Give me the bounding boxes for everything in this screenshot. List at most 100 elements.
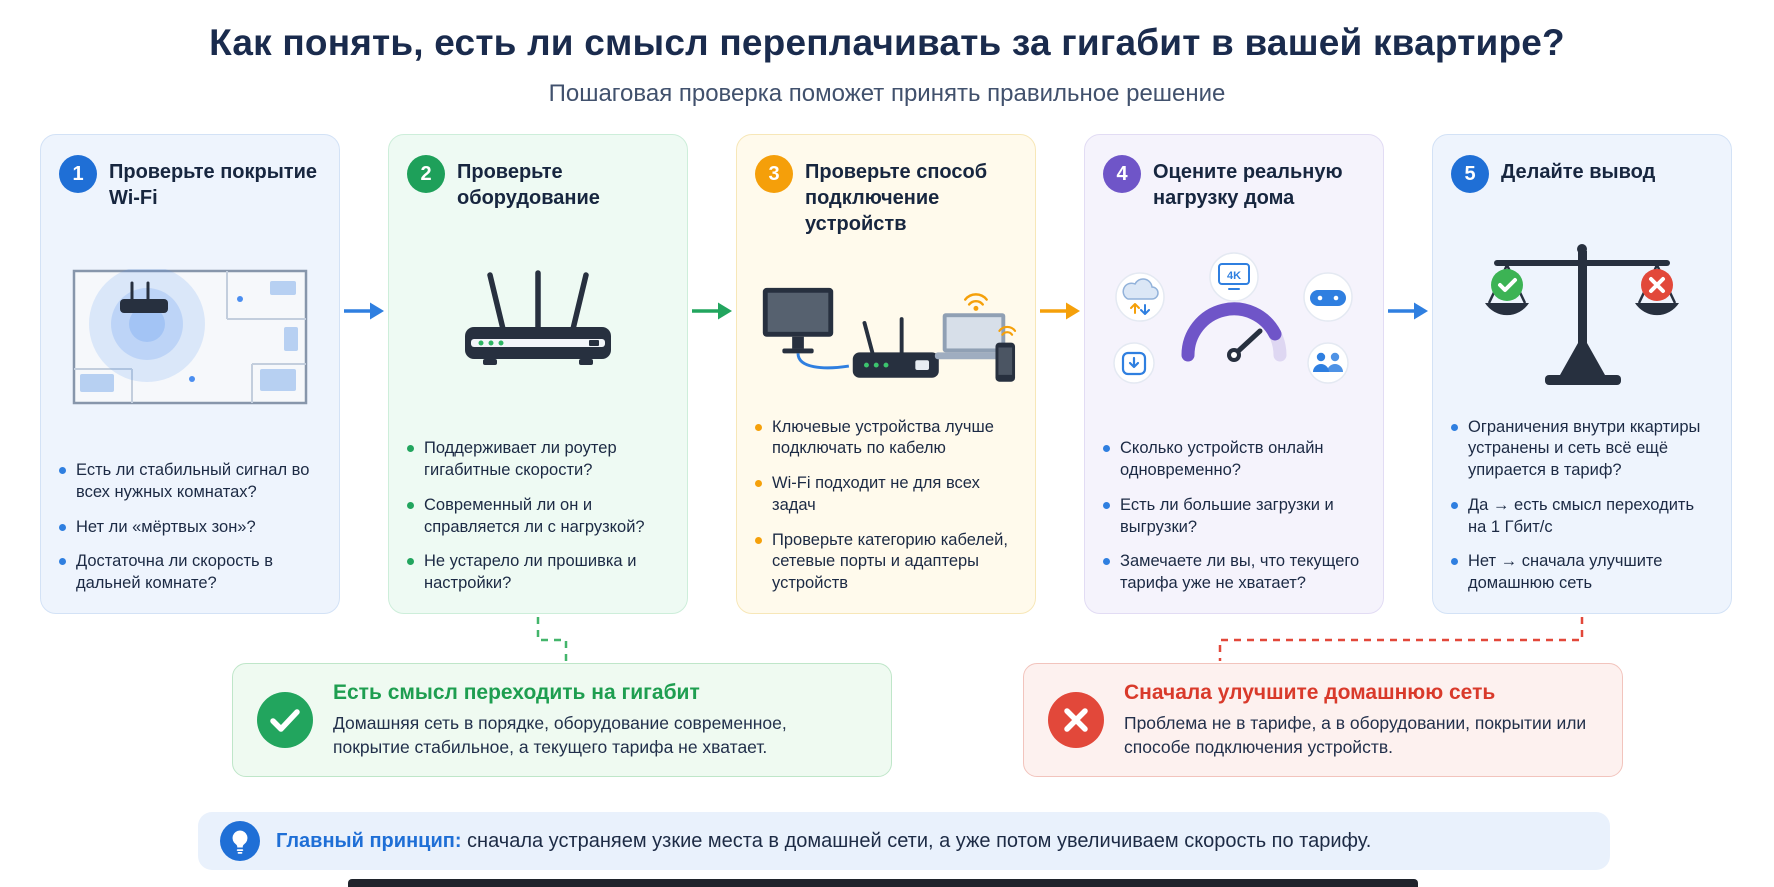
step-card-2: 2 Проверьте оборудование <box>388 134 688 614</box>
ethernet-cable <box>796 352 850 370</box>
bullet-dot-icon <box>755 536 762 544</box>
wifi-coverage-illustration <box>59 221 321 452</box>
bullet-dot-icon <box>407 558 414 566</box>
bullet-dot-icon <box>1103 445 1110 453</box>
devices-svg <box>762 287 1017 382</box>
bullet-dot-icon <box>755 423 762 431</box>
step-3-bullets: Ключевые устройства лучше подключать по … <box>755 417 1017 595</box>
negative-outcome-text: Проблема не в тарифе, а в оборудовании, … <box>1124 712 1587 757</box>
bullet-text: Ограничения внутри ккартиры устранены и … <box>1468 417 1701 480</box>
step-card-4: 4 Оцените реальную нагрузку дома <box>1084 134 1384 614</box>
principle-bar: Главный принцип: сначала устраняем узкие… <box>198 812 1610 870</box>
step-bullet: Есть ли стабильный сигнал во всех нужных… <box>59 460 321 504</box>
step-bullet: Поддерживает ли роутер гигабитные скорос… <box>407 438 669 482</box>
bullet-text: Да → есть смысл переходить на 1 Гбит/с <box>1468 495 1695 536</box>
step-5-bullets: Ограничения внутри ккартиры устранены и … <box>1451 417 1713 595</box>
step-3-number-badge: 3 <box>755 155 793 193</box>
laptop-icon <box>934 313 1014 360</box>
router-icon <box>120 281 168 313</box>
step-5-title: Делайте вывод <box>1501 161 1656 183</box>
step-bullet: Нет → сначала улучшите домашнюю сеть <box>1451 551 1713 595</box>
step-bullet: Wi-Fi подходит не для всех задач <box>755 473 1017 517</box>
bullet-dot-icon <box>59 467 66 475</box>
home-load-illustration: 4K <box>1103 221 1365 430</box>
step-1-title: Проверьте покрытие Wi-Fi <box>109 161 318 209</box>
step-2-number-badge: 2 <box>407 155 445 193</box>
principle-body: сначала устраняем узкие места в домашней… <box>467 829 1372 852</box>
users-icon <box>1307 341 1349 384</box>
svg-text:4K: 4K <box>1227 270 1241 282</box>
step-4-title: Оцените реальную нагрузку дома <box>1153 161 1343 209</box>
speed-gauge-icon <box>1181 302 1287 362</box>
step-bullet: Проверьте категорию кабелей, сетевые пор… <box>755 530 1017 595</box>
green-dashed-connector <box>536 617 568 661</box>
4k-monitor-icon: 4K <box>1209 251 1259 302</box>
cloud-sync-icon <box>1115 271 1165 322</box>
bullet-dot-icon <box>1451 501 1458 509</box>
step-bullet: Замечаете ли вы, что текущего тарифа уже… <box>1103 551 1365 595</box>
router-icon <box>852 316 939 378</box>
bullet-dot-icon <box>59 558 66 566</box>
floor-plan-svg <box>72 268 308 404</box>
bullet-text: Ключевые устройства лучше подключать по … <box>772 417 994 458</box>
wifi-icon <box>963 293 988 306</box>
bullet-text: Проверьте категорию кабелей, сетевые пор… <box>772 530 1008 593</box>
download-icon <box>1113 341 1155 384</box>
bullet-text: Замечаете ли вы, что текущего тарифа уже… <box>1120 552 1360 593</box>
positive-outcome-content: Есть смысл переходить на гигабит Домашня… <box>333 681 867 759</box>
principle-text: Главный принцип: сначала устраняем узкие… <box>276 830 1371 853</box>
arrow-right-icon <box>692 302 732 320</box>
step-4-header: 4 Оцените реальную нагрузку дома <box>1103 155 1365 217</box>
step-bullet: Ключевые устройства лучше подключать по … <box>755 417 1017 461</box>
arrow-gap-3 <box>1036 134 1084 614</box>
bullet-dot-icon <box>407 501 414 509</box>
positive-outcome-box: Есть смысл переходить на гигабит Домашня… <box>232 663 892 777</box>
page-title: Как понять, есть ли смысл переплачивать … <box>209 22 1565 63</box>
step-bullet: Есть ли большие загрузки и выгрузки? <box>1103 495 1365 539</box>
bullet-dot-icon <box>1103 558 1110 566</box>
arrow-gap-4 <box>1384 134 1432 614</box>
bullet-text: Нет ли «мёртвых зон»? <box>76 517 256 536</box>
bullet-text: Есть ли стабильный сигнал во всех нужных… <box>76 461 310 501</box>
step-bullet: Не устарело ли прошивка и настройки? <box>407 551 669 595</box>
devices-connection-illustration <box>755 241 1017 409</box>
bullet-text: Сколько устройств онлайн одновременно? <box>1120 439 1324 480</box>
red-dashed-connector <box>1218 617 1584 661</box>
arrow-right-icon <box>1388 302 1428 320</box>
step-bullet: Ограничения внутри ккартиры устранены и … <box>1451 417 1713 482</box>
step-4-bullets: Сколько устройств онлайн одновременно? Е… <box>1103 438 1365 595</box>
step-3-title: Проверьте способ подключение устройств <box>805 161 988 235</box>
negative-outcome-title: Сначала улучшите домашнюю сеть <box>1124 680 1496 704</box>
bullet-text: Нет → сначала улучшите домашнюю сеть <box>1468 552 1663 593</box>
check-circle-icon <box>257 692 313 748</box>
step-2-title: Проверьте оборудование <box>457 161 600 209</box>
step-card-3: 3 Проверьте способ подключение устройств <box>736 134 1036 614</box>
arrow-gap-1 <box>340 134 388 614</box>
smartphone-icon <box>995 342 1016 382</box>
step-bullet: Современный ли он и справляется ли с наг… <box>407 495 669 539</box>
lightbulb-icon <box>220 821 260 861</box>
positive-outcome-title: Есть смысл переходить на гигабит <box>333 680 700 704</box>
bullet-text: Поддерживает ли роутер гигабитные скорос… <box>424 439 617 480</box>
gamepad-icon <box>1303 271 1353 322</box>
router-illustration <box>407 221 669 430</box>
bullet-text: Не устарело ли прошивка и настройки? <box>424 552 637 593</box>
step-5-number-badge: 5 <box>1451 155 1489 193</box>
decision-scales-illustration <box>1451 221 1713 409</box>
step-bullet: Нет ли «мёртвых зон»? <box>59 517 321 539</box>
arrow-right-icon <box>344 302 384 320</box>
steps-row: 1 Проверьте покрытие Wi-Fi <box>40 134 1734 614</box>
gauge-svg: 4K <box>1113 251 1353 384</box>
bullet-dot-icon <box>1451 423 1458 431</box>
step-2-bullets: Поддерживает ли роутер гигабитные скорос… <box>407 438 669 595</box>
scales-svg <box>1484 244 1679 386</box>
step-bullet: Да → есть смысл переходить на 1 Гбит/с <box>1451 495 1713 539</box>
bullet-text: Современный ли он и справляется ли с наг… <box>424 495 645 536</box>
cross-circle-icon <box>1048 692 1104 748</box>
step-2-header: 2 Проверьте оборудование <box>407 155 669 217</box>
negative-outcome-box: Сначала улучшите домашнюю сеть Проблема … <box>1023 663 1623 777</box>
step-bullet: Достаточна ли скорость в дальней комнате… <box>59 551 321 595</box>
bullet-text: Есть ли большие загрузки и выгрузки? <box>1120 495 1334 536</box>
step-card-5: 5 Делайте вывод <box>1432 134 1732 614</box>
bullet-dot-icon <box>1103 501 1110 509</box>
